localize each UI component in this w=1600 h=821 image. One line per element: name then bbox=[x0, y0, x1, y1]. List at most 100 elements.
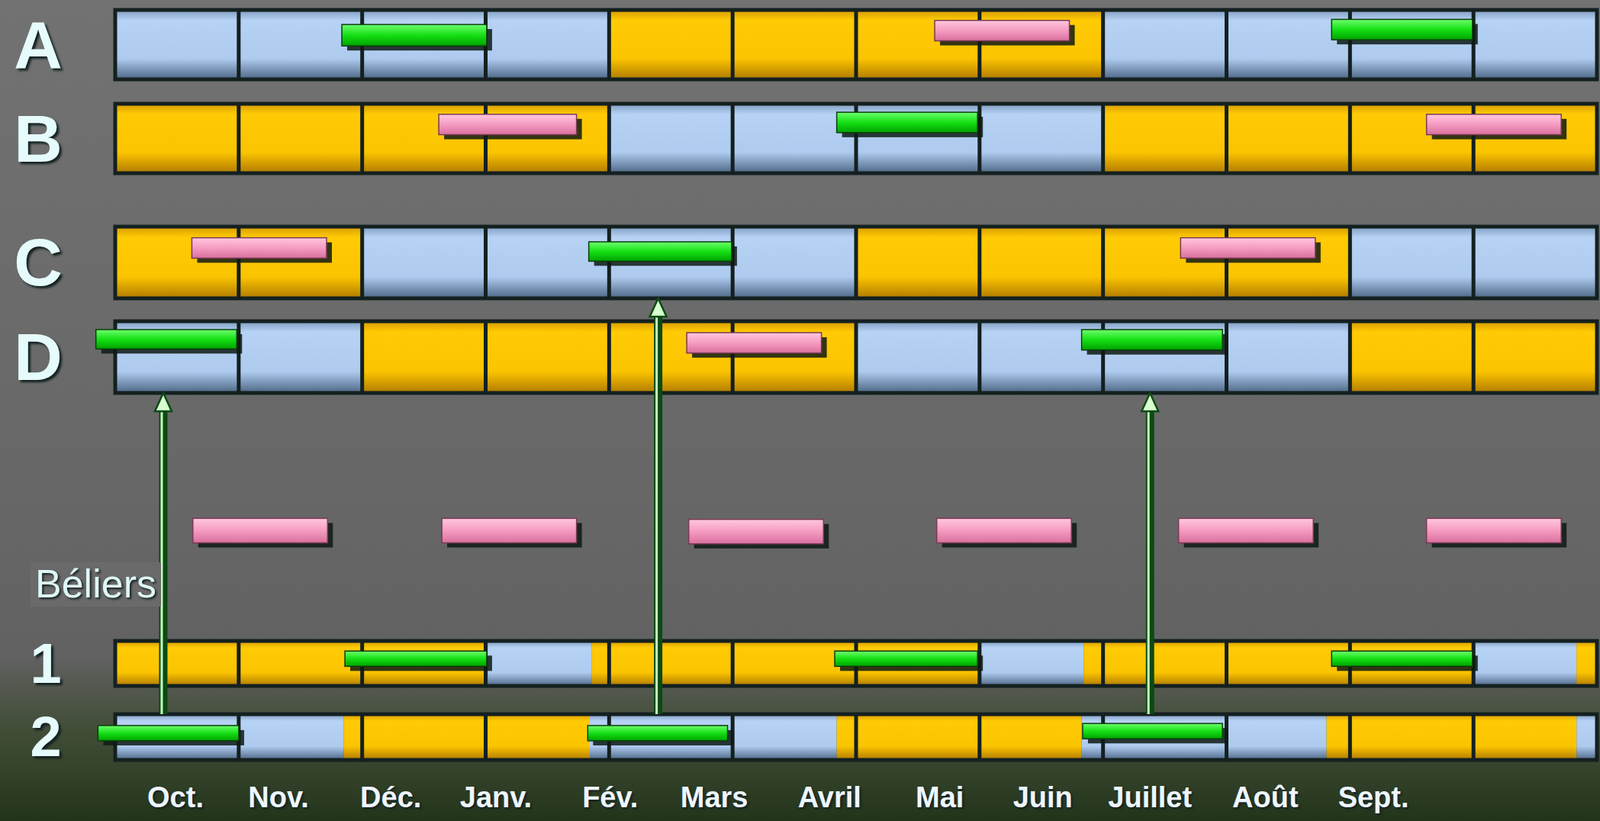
month-divider bbox=[1348, 226, 1353, 299]
period-cell bbox=[1103, 9, 1227, 80]
month-divider bbox=[360, 103, 364, 174]
month-divider bbox=[1348, 714, 1353, 760]
month-divider bbox=[1101, 9, 1105, 80]
period-cell bbox=[1081, 714, 1327, 760]
mating-bar bbox=[1331, 650, 1478, 671]
bar-fill bbox=[934, 20, 1070, 42]
month-divider bbox=[1471, 321, 1476, 393]
month-divider bbox=[483, 714, 488, 760]
lambing-bar bbox=[936, 518, 1078, 548]
bar-fill bbox=[344, 650, 487, 667]
row-strip: C bbox=[115, 226, 1597, 299]
arrow-highlight bbox=[655, 316, 658, 715]
arrow-head bbox=[1141, 392, 1159, 412]
period-cell bbox=[979, 103, 1104, 174]
bar-fill bbox=[587, 725, 728, 741]
bar-fill bbox=[1082, 723, 1223, 739]
arrow-shaft bbox=[1146, 411, 1155, 715]
bar-fill bbox=[936, 518, 1073, 543]
mating-bar bbox=[1081, 329, 1229, 355]
period-cell bbox=[344, 714, 590, 760]
lambing-bar bbox=[1426, 114, 1568, 140]
lambing-bar bbox=[686, 332, 828, 358]
period-cell bbox=[486, 226, 610, 299]
ram-arrow bbox=[650, 298, 667, 715]
month-divider bbox=[483, 226, 488, 299]
period-cell bbox=[979, 640, 1084, 686]
bar-fill bbox=[688, 519, 825, 545]
month-divider bbox=[730, 640, 735, 686]
month-divider bbox=[1471, 226, 1476, 299]
row-letter: D bbox=[0, 323, 77, 391]
period-cell bbox=[1576, 640, 1597, 686]
lambing-bar bbox=[441, 518, 583, 548]
row-letter: B bbox=[0, 105, 77, 173]
strip-outline bbox=[115, 640, 1597, 686]
month-label: Janv. bbox=[460, 782, 532, 815]
month-divider bbox=[1471, 714, 1476, 760]
period-cell bbox=[979, 226, 1104, 299]
row-bars bbox=[115, 9, 1597, 760]
month-divider bbox=[1224, 9, 1229, 80]
row-strip: 2 bbox=[115, 714, 1597, 760]
bar-fill bbox=[1180, 238, 1316, 259]
arrow-head bbox=[154, 392, 172, 412]
month-label: Sept. bbox=[1338, 782, 1410, 815]
strip-outline bbox=[115, 714, 1597, 760]
month-divider bbox=[236, 9, 241, 80]
period-cell bbox=[608, 9, 733, 80]
mating-bar bbox=[837, 112, 984, 138]
row-strip: A bbox=[115, 9, 1597, 80]
period-cell bbox=[592, 640, 980, 686]
month-divider bbox=[483, 321, 488, 393]
lambing-bar bbox=[1426, 518, 1568, 548]
period-bars bbox=[96, 19, 1567, 746]
period-cell bbox=[856, 321, 980, 393]
ram-arrow bbox=[1141, 392, 1159, 715]
month-label: Août bbox=[1232, 782, 1299, 815]
month-divider bbox=[977, 103, 982, 174]
month-divider bbox=[360, 226, 364, 299]
month-divider bbox=[977, 226, 982, 299]
month-divider bbox=[854, 321, 859, 393]
bar-fill bbox=[438, 114, 577, 136]
month-divider bbox=[1101, 640, 1105, 686]
month-divider bbox=[1101, 103, 1105, 174]
bar-fill bbox=[1426, 114, 1562, 136]
month-divider bbox=[854, 226, 859, 299]
month-divider bbox=[1348, 321, 1353, 393]
bar-fill bbox=[589, 241, 732, 261]
period-cell bbox=[1576, 714, 1597, 760]
month-divider bbox=[1348, 103, 1353, 174]
arrow-shaft bbox=[653, 316, 663, 715]
period-cell bbox=[1473, 321, 1597, 393]
month-divider bbox=[236, 321, 241, 393]
bar-fill bbox=[441, 518, 577, 543]
bar-fill bbox=[834, 650, 978, 667]
bar-fill bbox=[1331, 19, 1473, 40]
period-cell bbox=[238, 103, 363, 174]
bar-fill bbox=[193, 518, 329, 543]
period-cell bbox=[1349, 226, 1474, 299]
period-cell bbox=[1326, 714, 1578, 760]
month-divider bbox=[977, 714, 982, 760]
month-divider bbox=[1224, 640, 1229, 686]
lambing-bar bbox=[193, 518, 334, 548]
mating-bar bbox=[341, 24, 493, 51]
bar-fill bbox=[1081, 329, 1224, 351]
bar-fill bbox=[1426, 518, 1562, 543]
row-letter: A bbox=[0, 11, 77, 79]
bar-fill bbox=[837, 112, 979, 133]
bar-fill bbox=[341, 24, 487, 46]
bar-fill bbox=[191, 238, 327, 259]
mating-bar bbox=[344, 650, 493, 671]
bar-fill bbox=[686, 332, 822, 354]
period-cell bbox=[487, 640, 592, 686]
month-divider bbox=[854, 714, 859, 760]
mating-bar bbox=[589, 241, 738, 266]
lambing-bar bbox=[688, 519, 830, 549]
month-divider bbox=[1224, 321, 1229, 393]
